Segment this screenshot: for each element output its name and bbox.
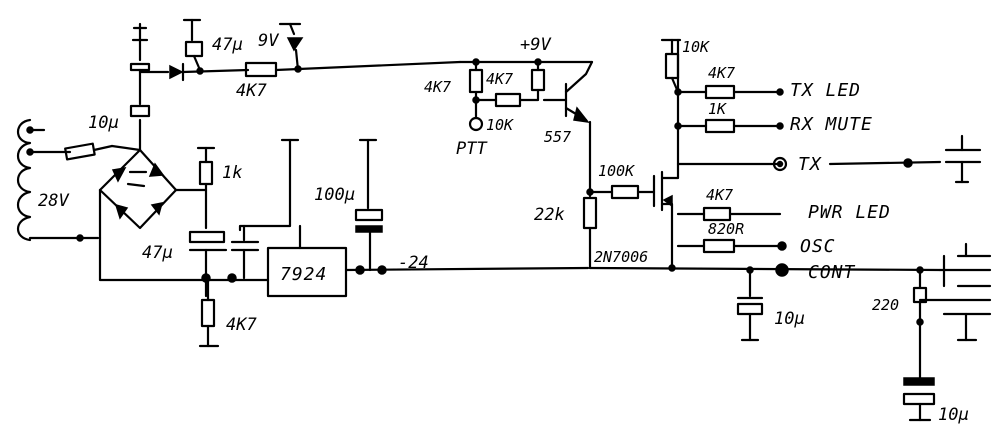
junction-left-bus-2: [227, 273, 237, 283]
top-supply-diode: [138, 62, 250, 82]
junction-ptt: [472, 96, 480, 104]
label-10k-right: 10K: [682, 38, 710, 56]
resistor-4k7-ptt-a: [468, 60, 484, 120]
resistor-100k: [588, 184, 656, 200]
label-10u-bottom: 10µ: [938, 405, 969, 425]
label-7924: 7924: [280, 264, 327, 285]
label-820r: 820R: [708, 220, 744, 238]
regulator-7924: [238, 138, 348, 298]
zener-9v: [278, 22, 304, 72]
resistor-820r: [676, 238, 787, 254]
cap-100u: [354, 138, 384, 272]
resistor-1k-rxmute: [676, 118, 784, 134]
label-100k: 100K: [598, 162, 635, 180]
label-220: 220: [872, 296, 899, 314]
label-1k-rxmute: 1K: [708, 100, 727, 118]
label-28v: 28V: [38, 191, 69, 211]
ptt-terminal[interactable]: [468, 116, 484, 132]
label-4k7-ptt-b: 4K7: [486, 70, 513, 88]
out-cont: CONT: [808, 262, 856, 283]
label-10u: 10µ: [88, 113, 119, 133]
label-47u: 47µ: [142, 243, 173, 263]
resistor-22k: [582, 196, 598, 270]
cont-terminal[interactable]: [775, 263, 789, 277]
label-4k7-bottom: 4K7: [226, 315, 257, 335]
label-557: 557: [544, 128, 571, 146]
resistor-4k7-top: [244, 60, 462, 78]
transistor-557: [542, 60, 594, 198]
label-47u-top: 47µ: [212, 35, 243, 55]
out-osc: OSC: [800, 236, 836, 257]
out-rxmute: RX MUTE: [790, 114, 873, 135]
fuse: [64, 142, 114, 161]
out-tx: TX: [798, 154, 822, 175]
label-9v: 9V: [258, 31, 279, 51]
cap-small-7924-in: [230, 224, 260, 280]
out-pwrled: PWR LED: [808, 202, 891, 223]
junction-minus24-b: [377, 265, 387, 275]
label-minus24: -24: [398, 253, 429, 273]
cap-47u-top: [182, 18, 204, 72]
transistor-2n7006: [652, 38, 680, 270]
resistor-220: [912, 268, 928, 380]
transformer-coil: [16, 118, 34, 242]
resistor-4k7-pwr: [676, 206, 782, 222]
out-txled: TX LED: [790, 80, 861, 101]
cap-10u-bottom: [902, 377, 936, 422]
label-10u-mid: 10µ: [774, 309, 805, 329]
label-2n7006: 2N7006: [594, 248, 648, 266]
right-coupling-cap: [916, 242, 992, 342]
resistor-10k-ptt: [474, 92, 522, 108]
bridge-rectifier: [98, 144, 208, 240]
label-1k: 1k: [222, 163, 242, 183]
cap-10u-top: [129, 22, 151, 152]
resistor-4k7-bottom: [198, 278, 220, 348]
resistor-1k: [196, 146, 216, 230]
left-ground-bus: [98, 236, 270, 282]
label-4k7-ptt-a: 4K7: [424, 78, 451, 96]
label-22k: 22k: [534, 205, 565, 225]
label-100u: 100µ: [314, 185, 355, 205]
label-10k-ptt: 10K: [486, 116, 514, 134]
junction-minus24-a: [355, 265, 365, 275]
label-plus9v: +9V: [520, 35, 551, 55]
resistor-4k7-ptt-b: [518, 60, 546, 102]
label-4k7-top: 4K7: [236, 81, 267, 101]
label-ptt: PTT: [456, 139, 488, 159]
resistor-4k7-txled: [676, 84, 784, 100]
label-4k7-txled: 4K7: [708, 64, 735, 82]
tx-line: [676, 134, 982, 184]
bottom-bus: [588, 266, 942, 272]
junction-bottom-bus: [668, 264, 676, 272]
cap-47u: [188, 230, 228, 298]
label-4k7-pwr: 4K7: [706, 186, 733, 204]
cap-10u-mid: [736, 268, 764, 342]
junction-coil-bottom: [76, 234, 84, 242]
